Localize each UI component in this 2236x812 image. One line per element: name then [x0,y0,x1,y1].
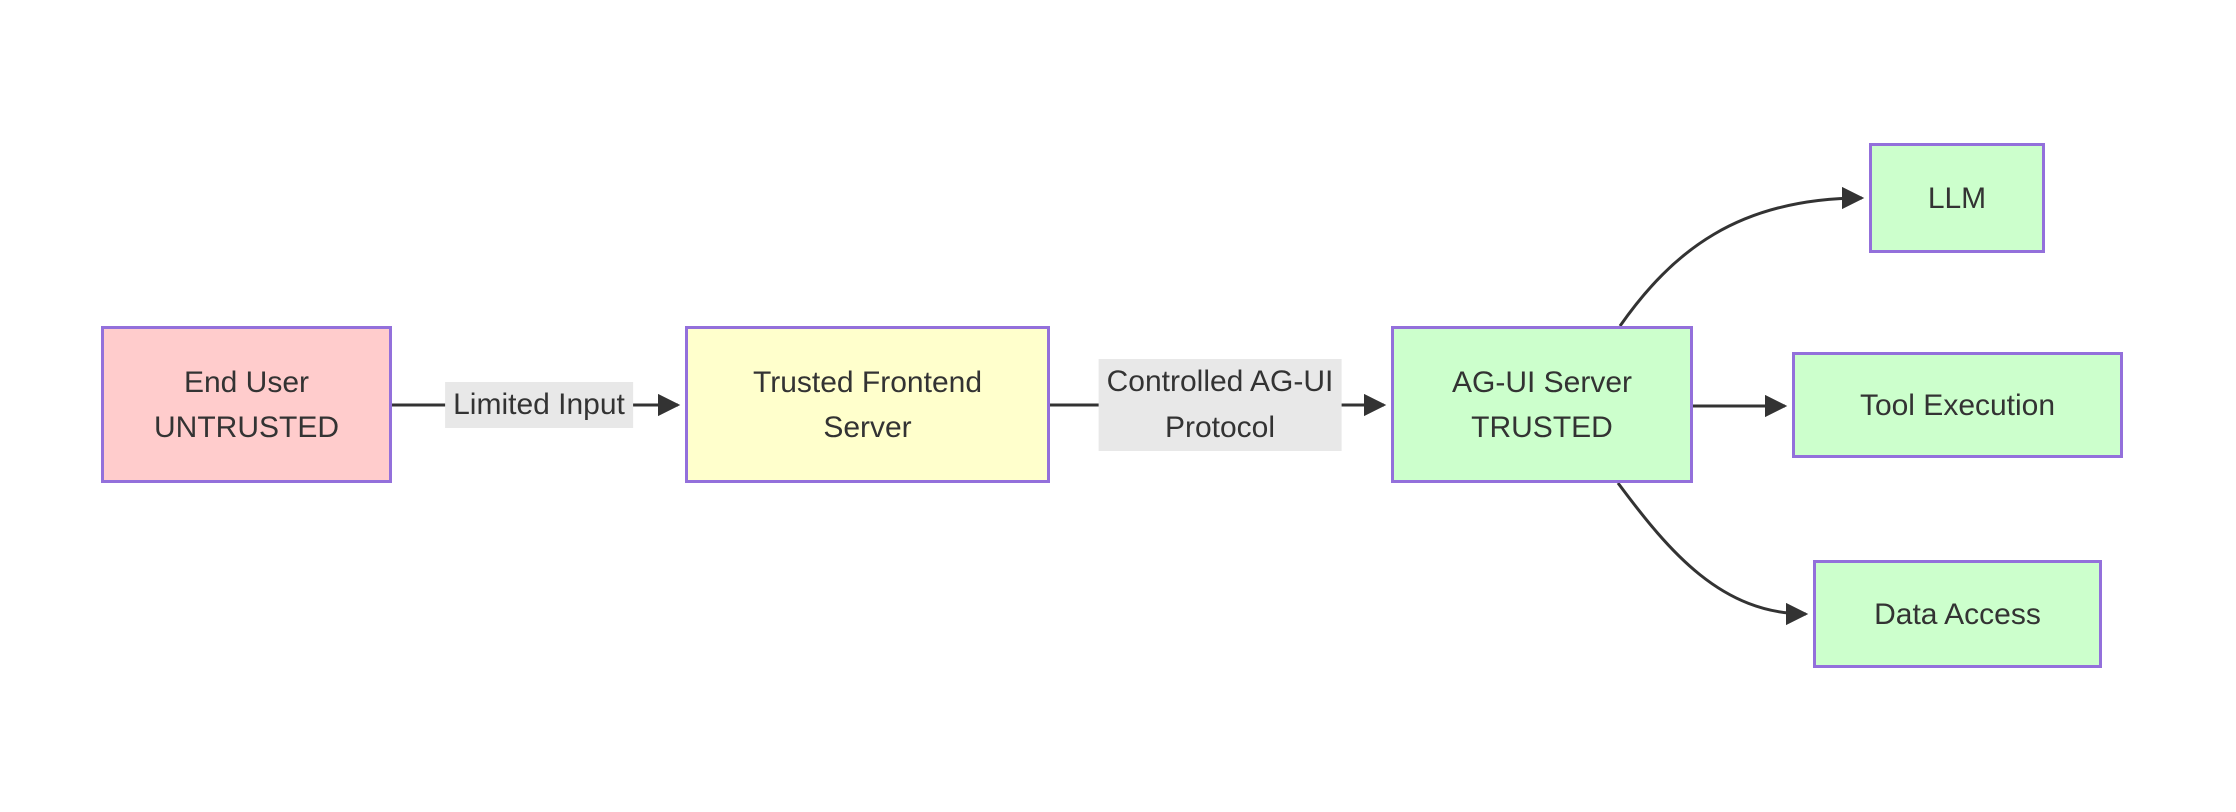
node-label-line: End User [183,365,310,399]
edge-label-controlled-agui-protocol: Controlled AG-UI Protocol [1098,359,1342,451]
node-label-line: Tool Execution [1859,388,2056,422]
node-llm: LLM [1869,143,2045,253]
node-end-user: End User UNTRUSTED [101,326,392,483]
node-label-line: Server [823,410,912,444]
node-label-line: TRUSTED [1471,410,1613,444]
edge-agui-server-to-data-access [1616,482,1809,626]
node-trusted-frontend: Trusted Frontend Server [685,326,1050,483]
node-tool-execution: Tool Execution [1792,352,2123,458]
node-label-line: Trusted Frontend [753,365,982,399]
node-data-access: Data Access [1813,560,2102,668]
node-label-line: UNTRUSTED [154,410,339,444]
edge-label-limited-input: Limited Input [445,382,633,428]
node-agui-server: AG-UI Server TRUSTED [1391,326,1693,483]
node-label-line: LLM [1927,181,1987,215]
node-label-line: Data Access [1874,597,2041,631]
node-label-line: AG-UI Server [1451,365,1633,399]
edge-agui-server-to-llm [1618,186,1865,327]
